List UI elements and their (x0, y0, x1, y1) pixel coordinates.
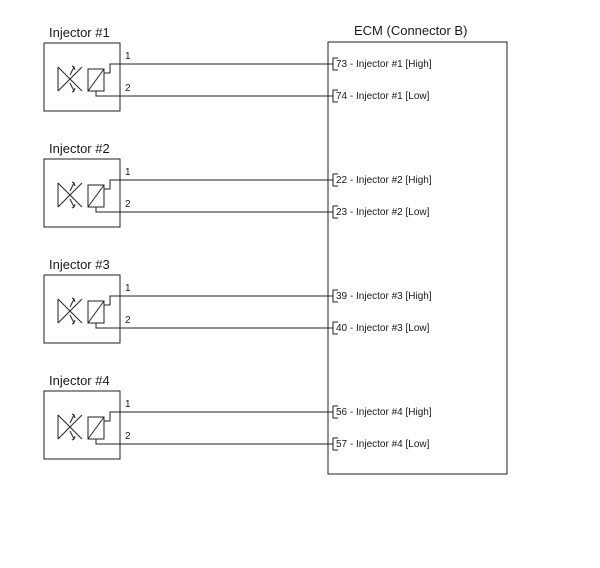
wire-high: 1 22 - Injector #2 [High] (120, 167, 432, 187)
ecm-pin-label: 73 - Injector #1 [High] (336, 59, 432, 70)
injector-box (43, 158, 121, 228)
ecm-terminal-icon (332, 437, 338, 451)
ecm-pin-label: 74 - Injector #1 [Low] (336, 91, 430, 102)
injector-solenoid-icon (57, 295, 120, 329)
pin-number: 2 (125, 431, 131, 442)
ecm-terminal-icon (332, 289, 338, 303)
injector-1-group: Injector #1 1 73 - Injector #1 [High] 2 74 -… (43, 25, 432, 112)
injector-3-group: Injector #3 1 39 - Injector #3 [High] 2 40 -… (43, 257, 432, 344)
injector-title: Injector #2 (49, 141, 110, 156)
ecm-connector: ECM (Connector B) (327, 23, 508, 475)
wire-low: 2 74 - Injector #1 [Low] (120, 83, 430, 103)
injector-groups: Injector #1 1 73 - Injector #1 [High] 2 74 -… (43, 25, 432, 460)
injector-box (43, 390, 121, 460)
pin-number: 2 (125, 83, 131, 94)
injector-2-group: Injector #2 1 22 - Injector #2 [High] 2 23 -… (43, 141, 432, 228)
injector-solenoid-icon (57, 63, 120, 97)
ecm-terminal-icon (332, 405, 338, 419)
ecm-title: ECM (Connector B) (354, 23, 467, 38)
ecm-pin-label: 23 - Injector #2 [Low] (336, 207, 430, 218)
wire-high: 1 39 - Injector #3 [High] (120, 283, 432, 303)
ecm-box (327, 41, 508, 475)
injector-solenoid-icon (57, 179, 120, 213)
wire-low: 2 23 - Injector #2 [Low] (120, 199, 430, 219)
ecm-pin-label: 57 - Injector #4 [Low] (336, 439, 430, 450)
ecm-pin-label: 40 - Injector #3 [Low] (336, 323, 430, 334)
ecm-terminal-icon (332, 321, 338, 335)
pin-number: 2 (125, 199, 131, 210)
wire-high: 1 56 - Injector #4 [High] (120, 399, 432, 419)
ecm-terminal-icon (332, 173, 338, 187)
injector-title: Injector #1 (49, 25, 110, 40)
injector-title: Injector #3 (49, 257, 110, 272)
pin-number: 1 (125, 51, 131, 62)
wire-low: 2 40 - Injector #3 [Low] (120, 315, 430, 335)
injector-4-group: Injector #4 1 56 - Injector #4 [High] 2 57 -… (43, 373, 432, 460)
pin-number: 1 (125, 167, 131, 178)
injector-solenoid-icon (57, 411, 120, 445)
injector-box (43, 42, 121, 112)
pin-number: 2 (125, 315, 131, 326)
ecm-pin-label: 56 - Injector #4 [High] (336, 407, 432, 418)
injector-box (43, 274, 121, 344)
injector-title: Injector #4 (49, 373, 110, 388)
ecm-terminal-icon (332, 89, 338, 103)
ecm-pin-label: 39 - Injector #3 [High] (336, 291, 432, 302)
pin-number: 1 (125, 399, 131, 410)
wire-low: 2 57 - Injector #4 [Low] (120, 431, 430, 451)
ecm-pin-label: 22 - Injector #2 [High] (336, 175, 432, 186)
ecm-terminal-icon (332, 205, 338, 219)
ecm-terminal-icon (332, 57, 338, 71)
wire-high: 1 73 - Injector #1 [High] (120, 51, 432, 71)
pin-number: 1 (125, 283, 131, 294)
